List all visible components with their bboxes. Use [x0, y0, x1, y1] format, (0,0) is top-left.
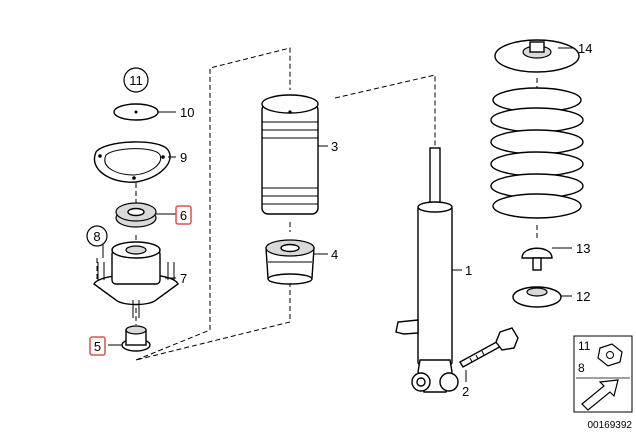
callout-14[interactable]: 14	[578, 41, 592, 56]
callout-10[interactable]: 10	[180, 105, 194, 120]
part-5-bushing	[121, 325, 151, 352]
leader-lines	[102, 47, 574, 382]
part-9-gasket	[93, 141, 171, 183]
coil-spring	[490, 87, 584, 219]
callout-6[interactable]: 6	[180, 208, 187, 223]
part-12-spring-pad	[512, 286, 562, 308]
part-6-buffer	[115, 202, 157, 228]
assembly-guide-lines	[96, 47, 538, 391]
callout-4[interactable]: 4	[331, 247, 338, 262]
part-13-cap	[521, 247, 553, 271]
callout-8[interactable]: 8	[93, 229, 100, 244]
callout-7[interactable]: 7	[180, 271, 187, 286]
part-1-shock-absorber	[395, 147, 459, 393]
callout-1[interactable]: 1	[465, 263, 472, 278]
legend-label-11: 11	[578, 339, 591, 353]
callout-3[interactable]: 3	[331, 139, 338, 154]
nut-icon	[597, 343, 623, 367]
callout-8-circle	[86, 225, 108, 247]
reference-number: 00169392	[588, 420, 633, 431]
part-10-washer	[113, 103, 159, 121]
part-7-strut-mount	[93, 241, 179, 318]
fastener-legend: 11 8	[573, 335, 633, 413]
callout-5-highlight-box	[89, 336, 106, 356]
part-14-spring-seat	[494, 39, 580, 73]
callout-9[interactable]: 9	[180, 150, 187, 165]
part-3-dust-cover	[261, 94, 319, 215]
callout-5[interactable]: 5	[94, 339, 101, 354]
callout-2[interactable]: 2	[462, 384, 469, 399]
callout-13[interactable]: 13	[576, 241, 590, 256]
part-4-bump-stop	[265, 239, 315, 285]
callout-6-highlight-box	[175, 205, 192, 225]
callout-11[interactable]: 11	[129, 73, 143, 88]
legend-label-8: 8	[578, 361, 585, 375]
part-2-bolt	[459, 327, 519, 368]
callout-12[interactable]: 12	[576, 289, 590, 304]
callout-11-circle	[123, 67, 149, 93]
arrow-icon	[581, 379, 619, 411]
